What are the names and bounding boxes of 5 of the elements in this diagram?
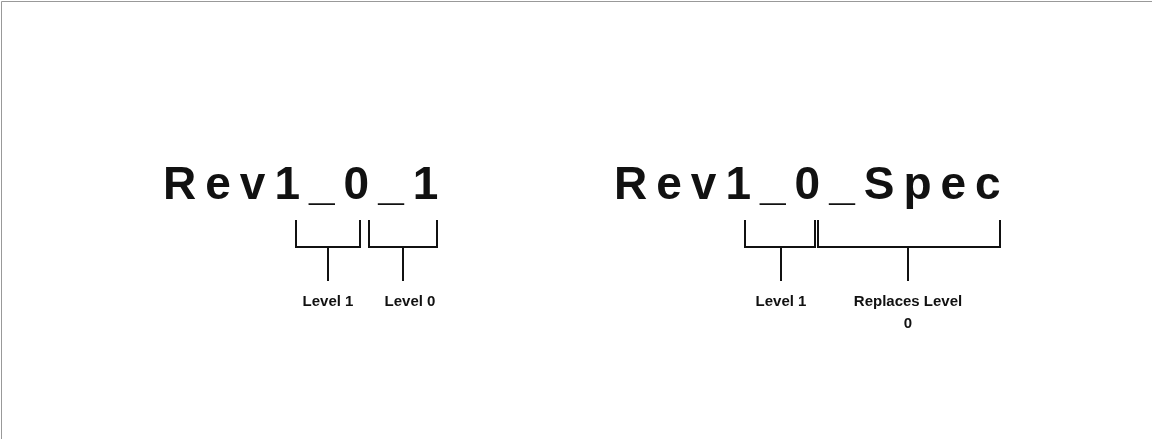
level-label: Level 0 [383, 291, 437, 311]
level-label: Level 1 [301, 291, 355, 311]
level-label: Replaces Level 0 [853, 291, 963, 333]
version-name: Rev1_0_1 [163, 160, 448, 206]
level-label: Level 1 [754, 291, 808, 311]
